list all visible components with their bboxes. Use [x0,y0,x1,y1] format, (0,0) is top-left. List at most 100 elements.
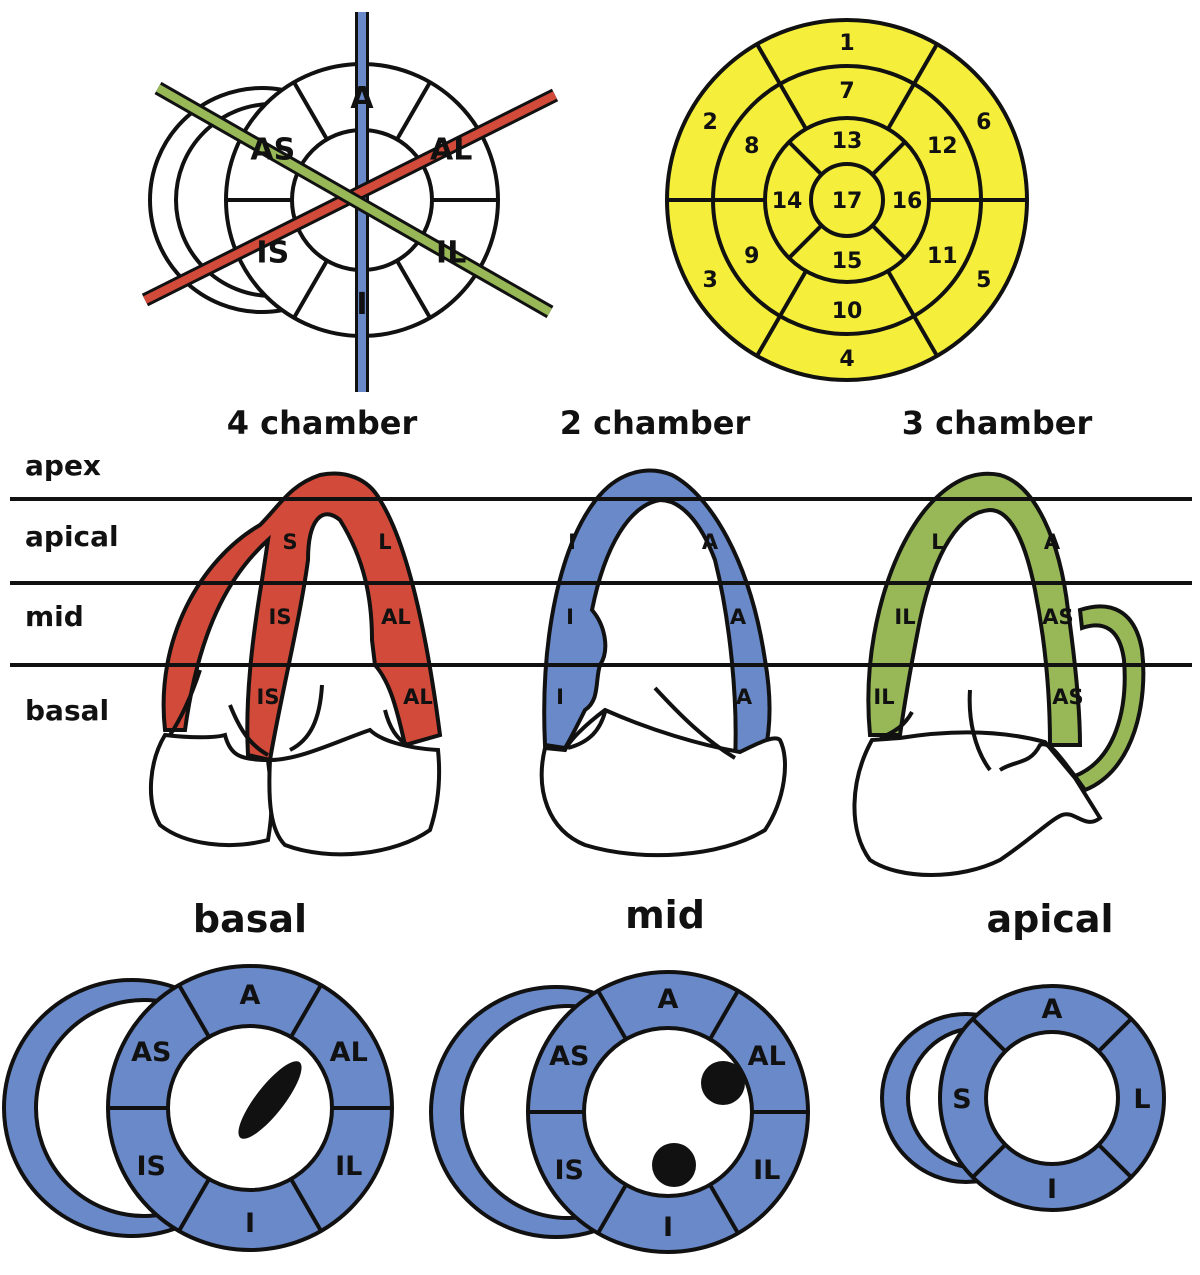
mid-papillary-muscle-anterolateral [701,1061,745,1105]
basal-segment-label: I [245,1208,255,1239]
bullseye-mid-label: 12 [927,134,958,159]
mid-segment-label: I [663,1212,673,1243]
bullseye-inner-divider-0 [871,140,907,176]
three-chamber-aortic-valve [998,742,1077,778]
basal-segment-label: AS [131,1037,171,1068]
basal-divider-1 [177,984,211,1038]
basal-segment-label: IS [137,1151,167,1182]
bullseye-inner-divider-2 [871,224,907,260]
short-axis-basal: A AL IL I IS AS [2,964,394,1252]
bullseye-apical-label: 13 [832,129,863,154]
axis-segment-label: AL [430,133,472,168]
mid-segment-label: AL [748,1041,786,1072]
two-chamber-segment-label: I [568,530,576,554]
axis-segment-label: IS [256,236,289,271]
bullseye-inner-divider-1 [787,140,823,176]
bullseye-basal-label: 1 [839,31,854,56]
mid-segment-label: IS [555,1155,585,1186]
basal-divider-5 [177,1178,211,1232]
three-chamber-left-atrium [852,730,1103,877]
short-axis-mid-title: mid [625,893,705,937]
axis-segment-label: AS [250,133,295,168]
four-chamber-segment-label: AL [403,685,433,709]
three-chamber-aorta-wall [1071,604,1146,793]
bullseye-mid-label: 7 [839,79,854,104]
bullseye-inner-divider-3 [787,224,823,260]
apical-segment-label: S [952,1084,971,1115]
four-chamber-segment-label: AL [381,605,411,629]
level-label-mid: mid [25,600,84,633]
axis-segment-label: A [350,81,374,116]
axis-divider-0 [395,81,432,141]
four-chamber-left-atrium [267,727,442,857]
apical-segment-label: L [1133,1084,1150,1115]
basal-segment-label: AL [330,1037,368,1068]
bullseye-mid-label: 10 [832,299,863,324]
three-chamber-segment-label: A [1044,530,1061,554]
level-label-apex: apex [25,449,101,482]
four-chamber-septal-leaflet [228,704,269,757]
apical-divider-0 [1097,1017,1133,1053]
mid-divider-4 [708,1183,740,1235]
two-chamber-mitral-leaflet-anterior [653,686,737,760]
basal-segment-dividers [108,984,392,1232]
axis-divider-5 [292,259,329,319]
bullseye-outer-divider-1 [755,43,808,130]
basal-mitral-valve [238,1061,302,1139]
three-chamber-segment-label: AS [1042,605,1073,629]
mid-papillary-muscle-posteromedial [652,1143,696,1187]
two-chamber-left-atrium [539,707,787,858]
bullseye-outer-divider-5 [755,270,808,357]
basal-divider-4 [289,1178,323,1232]
four-chamber-mitral-anterior-leaflet [289,684,324,752]
bullseye-basal-label: 4 [839,347,854,372]
apical-divider-2 [1097,1143,1133,1179]
three-chamber-myocardium [866,471,1083,747]
basal-divider-0 [289,984,323,1038]
axis-divider-1 [292,81,329,141]
axis-segment-label: IL [436,236,466,271]
three-chamber-mitral-leaflet [967,689,992,772]
axis-orientation-diagram: A AL IL I IS AS [141,12,559,392]
basal-segment-label: IL [335,1151,362,1182]
two-chamber-myocardium [542,468,772,763]
apical-segment-dividers [971,1017,1133,1179]
apical-lv-cavity [984,1030,1120,1166]
bullseye-apical-label: 15 [832,249,863,274]
four-chamber-title: 4 chamber [227,404,418,442]
three-chamber-title: 3 chamber [902,404,1093,442]
four-chamber-segment-label: S [282,530,297,554]
bullseye-mid-label: 9 [744,244,759,269]
two-chamber-segment-label: A [730,605,747,629]
bullseye-dividers [667,43,1027,357]
mid-segment-label: AS [549,1041,589,1072]
level-label-apical: apical [25,520,119,553]
three-chamber-mitral-posterior-leaflet [879,711,914,740]
mid-segment-label: A [658,984,679,1015]
short-axis-basal-title: basal [193,897,307,941]
bullseye-mid-label: 11 [927,244,958,269]
four-chamber-myocardium [161,471,443,763]
green-plane [156,84,552,316]
basal-segment-label: A [240,980,261,1011]
bullseye-basal-label: 3 [703,268,718,293]
three-chamber-segment-label: IL [873,685,894,709]
bullseye-apex-ring [809,162,885,238]
mid-segment-dividers [528,989,808,1235]
bullseye-basal-label: 6 [976,110,991,135]
axis-segment-label: I [356,287,367,322]
four-chamber-segment-label: IS [269,605,292,629]
two-chamber-title: 2 chamber [560,404,751,442]
two-chamber-mitral-leaflet-posterior [567,711,607,750]
bullseye-outer-divider-0 [886,43,939,130]
